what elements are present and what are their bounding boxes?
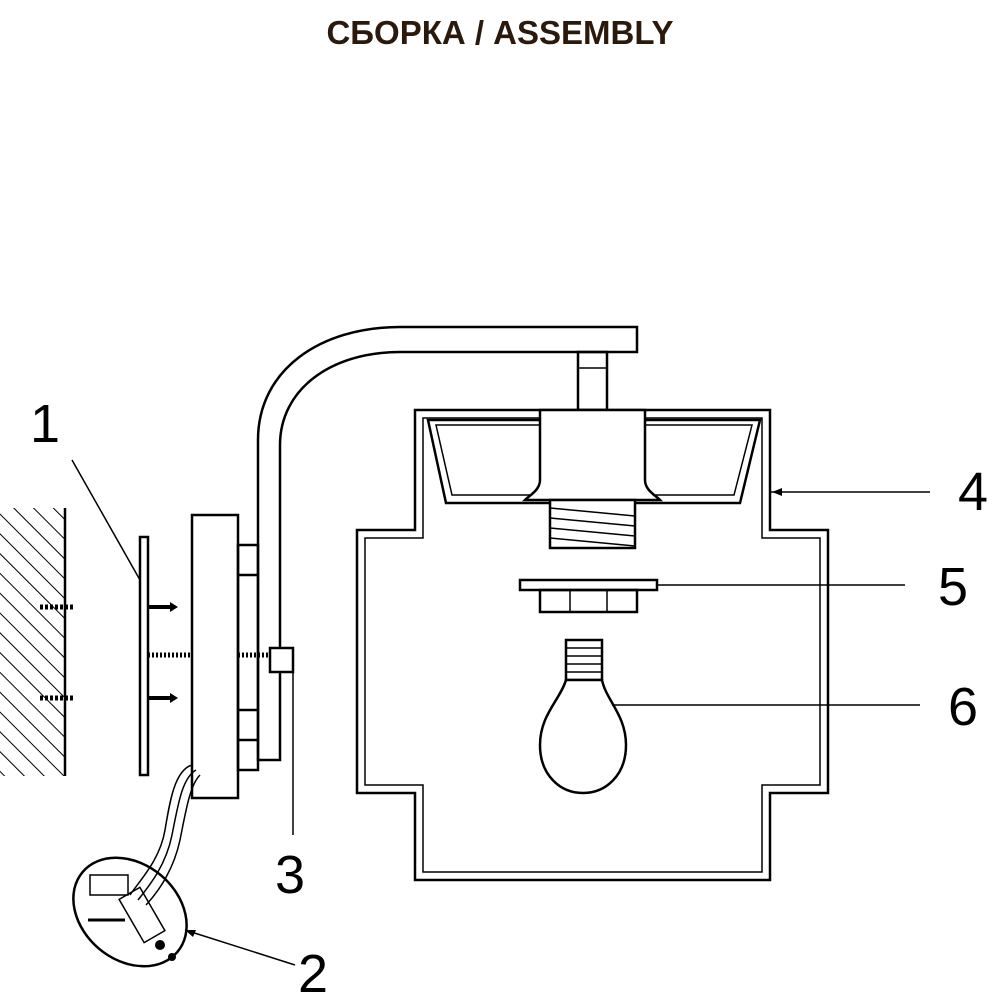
label-6: 6: [948, 677, 978, 737]
diagram-title: СБОРКА / ASSEMBLY: [326, 14, 674, 51]
label-2: 2: [298, 944, 328, 1000]
mounting-plate: [138, 535, 192, 777]
lamp-stem: [576, 350, 609, 412]
label-4: 4: [958, 462, 988, 522]
arm: [256, 325, 639, 762]
wires: [129, 764, 201, 906]
label-1: 1: [30, 394, 60, 454]
wall: [0, 508, 67, 776]
detail-callout: [72, 856, 188, 968]
leader-lines: [71, 459, 930, 966]
label-5: 5: [938, 557, 968, 617]
wall-screws: [40, 604, 75, 701]
label-3: 3: [275, 845, 305, 905]
light-bulb: [538, 638, 628, 795]
shade: [355, 408, 830, 882]
socket: [521, 408, 664, 550]
ring-nut: [518, 578, 659, 614]
